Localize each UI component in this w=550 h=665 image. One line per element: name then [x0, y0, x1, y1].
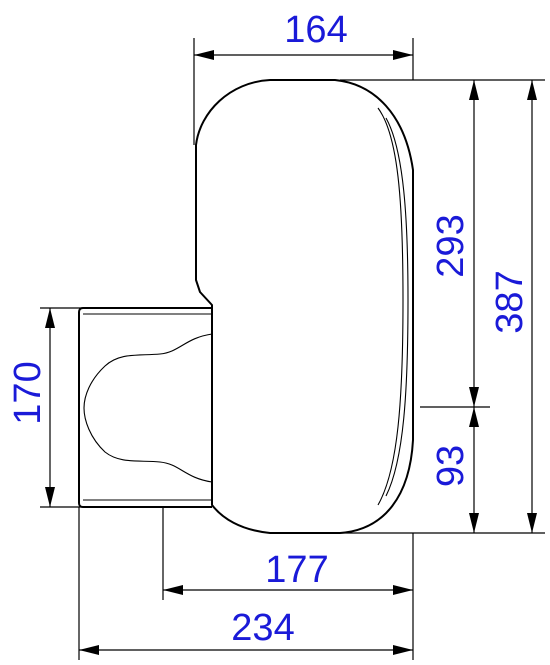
arrow-left	[163, 585, 183, 595]
right-contour-line	[377, 107, 404, 506]
dimension-total-height: 387	[489, 80, 537, 533]
arrow-right	[393, 645, 413, 655]
arrow-left	[79, 645, 99, 655]
dimension-top-width: 164	[193, 9, 414, 145]
dimension-label: 234	[231, 607, 294, 649]
arrow-top	[469, 80, 479, 100]
side-tube-outline	[78, 307, 212, 508]
dimension-side-height: 170	[7, 307, 83, 508]
upper-height-label: 293	[430, 214, 472, 277]
arrow-left	[194, 50, 214, 60]
arrow-right	[393, 585, 413, 595]
arrow-top	[45, 308, 55, 328]
arrow-right	[393, 50, 413, 60]
arrow-middle-up	[469, 387, 479, 407]
dimension-base-width: 177	[162, 507, 414, 660]
dimension-label: 170	[7, 361, 49, 424]
dimension-total-width: 234	[78, 507, 413, 660]
object-outline	[78, 79, 414, 534]
lower-height-label: 93	[430, 445, 472, 487]
right-contour-inner	[385, 117, 409, 497]
dimension-upper-lower-height: 293 93	[340, 79, 545, 534]
side-tube-groove	[83, 333, 213, 483]
arrow-top	[527, 80, 537, 100]
main-body-outline	[195, 79, 414, 534]
dimension-label: 177	[265, 549, 328, 591]
arrow-middle-down	[469, 407, 479, 427]
arrow-bottom	[469, 513, 479, 533]
arrow-bottom	[45, 487, 55, 507]
arrow-bottom	[527, 513, 537, 533]
dimension-label: 164	[284, 9, 347, 51]
dimension-label: 387	[489, 270, 531, 333]
